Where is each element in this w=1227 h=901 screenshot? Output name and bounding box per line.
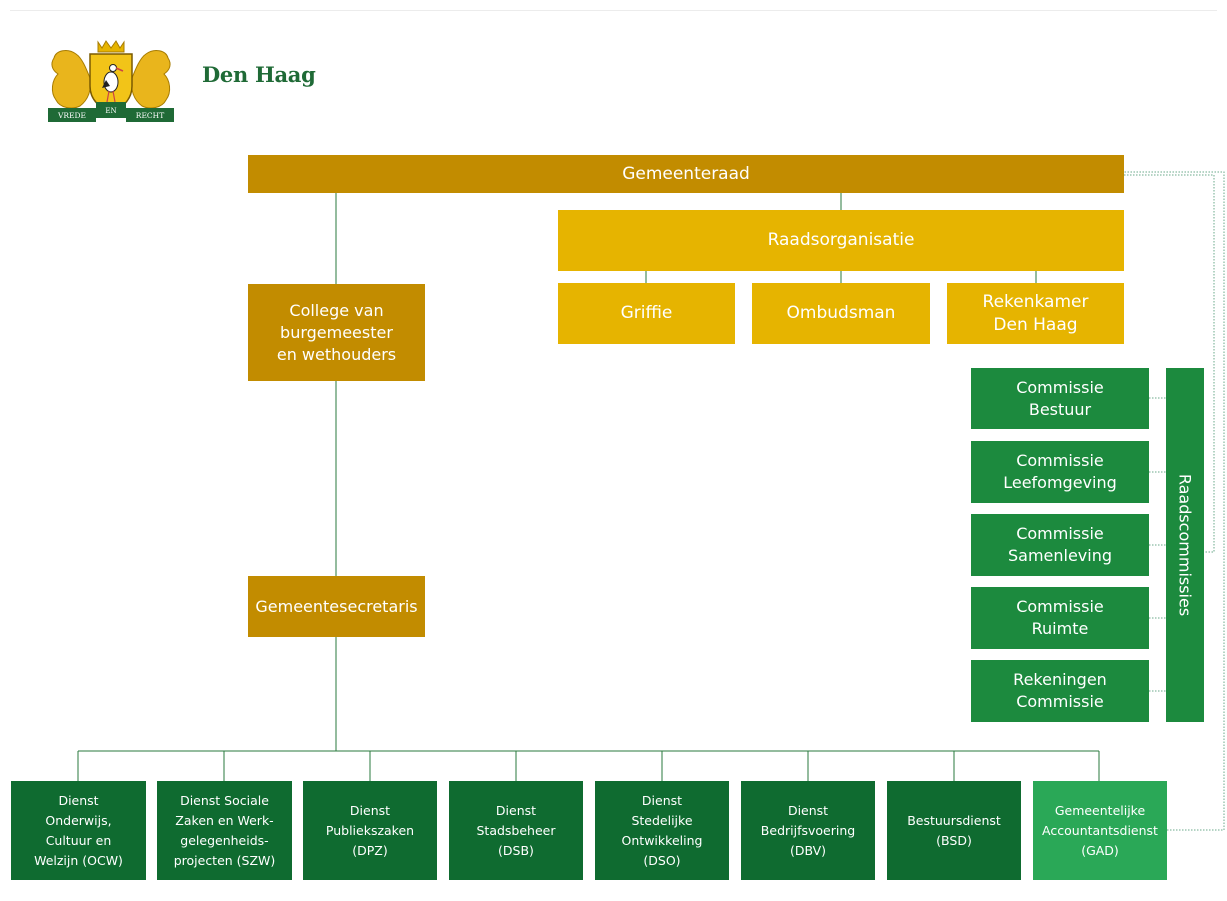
gemeentesecretaris-box: Gemeentesecretaris (248, 576, 425, 637)
raadscommissies-label: Raadscommissies (1175, 473, 1195, 617)
crest-motto-left: VREDE (57, 111, 86, 120)
dienst-dbv-box: Dienst Bedrijfsvoering (DBV) (741, 781, 875, 880)
city-name-title: Den Haag (202, 62, 316, 87)
dienst-dso-box: Dienst Stedelijke Ontwikkeling (DSO) (595, 781, 729, 880)
dienst-ocw-box: Dienst Onderwijs, Cultuur en Welzijn (OC… (11, 781, 146, 880)
commissie-leefomgeving-box: Commissie Leefomgeving (971, 441, 1149, 503)
crest-motto-right: RECHT (136, 111, 164, 120)
college-box: College van burgemeester en wethouders (248, 284, 425, 381)
raadsorganisatie-box: Raadsorganisatie (558, 210, 1124, 271)
bestuursdienst-bsd-box: Bestuursdienst (BSD) (887, 781, 1021, 880)
top-divider (10, 10, 1217, 11)
rekeningen-commissie-box: Rekeningen Commissie (971, 660, 1149, 722)
dienst-dpz-box: Dienst Publiekszaken (DPZ) (303, 781, 437, 880)
raadscommissies-bar: Raadscommissies (1166, 368, 1204, 722)
commissie-ruimte-box: Commissie Ruimte (971, 587, 1149, 649)
gemeenteraad-box: Gemeenteraad (248, 155, 1124, 193)
commissie-bestuur-box: Commissie Bestuur (971, 368, 1149, 429)
den-haag-crest-logo: VREDE EN RECHT (48, 40, 174, 122)
rekenkamer-box: Rekenkamer Den Haag (947, 283, 1124, 344)
dienst-szw-box: Dienst Sociale Zaken en Werk- gelegenhei… (157, 781, 292, 880)
griffie-box: Griffie (558, 283, 735, 344)
accountantsdienst-gad-box: Gemeentelijke Accountantsdienst (GAD) (1033, 781, 1167, 880)
dienst-dsb-box: Dienst Stadsbeheer (DSB) (449, 781, 583, 880)
ombudsman-box: Ombudsman (752, 283, 930, 344)
crest-motto-middle: EN (105, 107, 116, 115)
commissie-samenleving-box: Commissie Samenleving (971, 514, 1149, 576)
